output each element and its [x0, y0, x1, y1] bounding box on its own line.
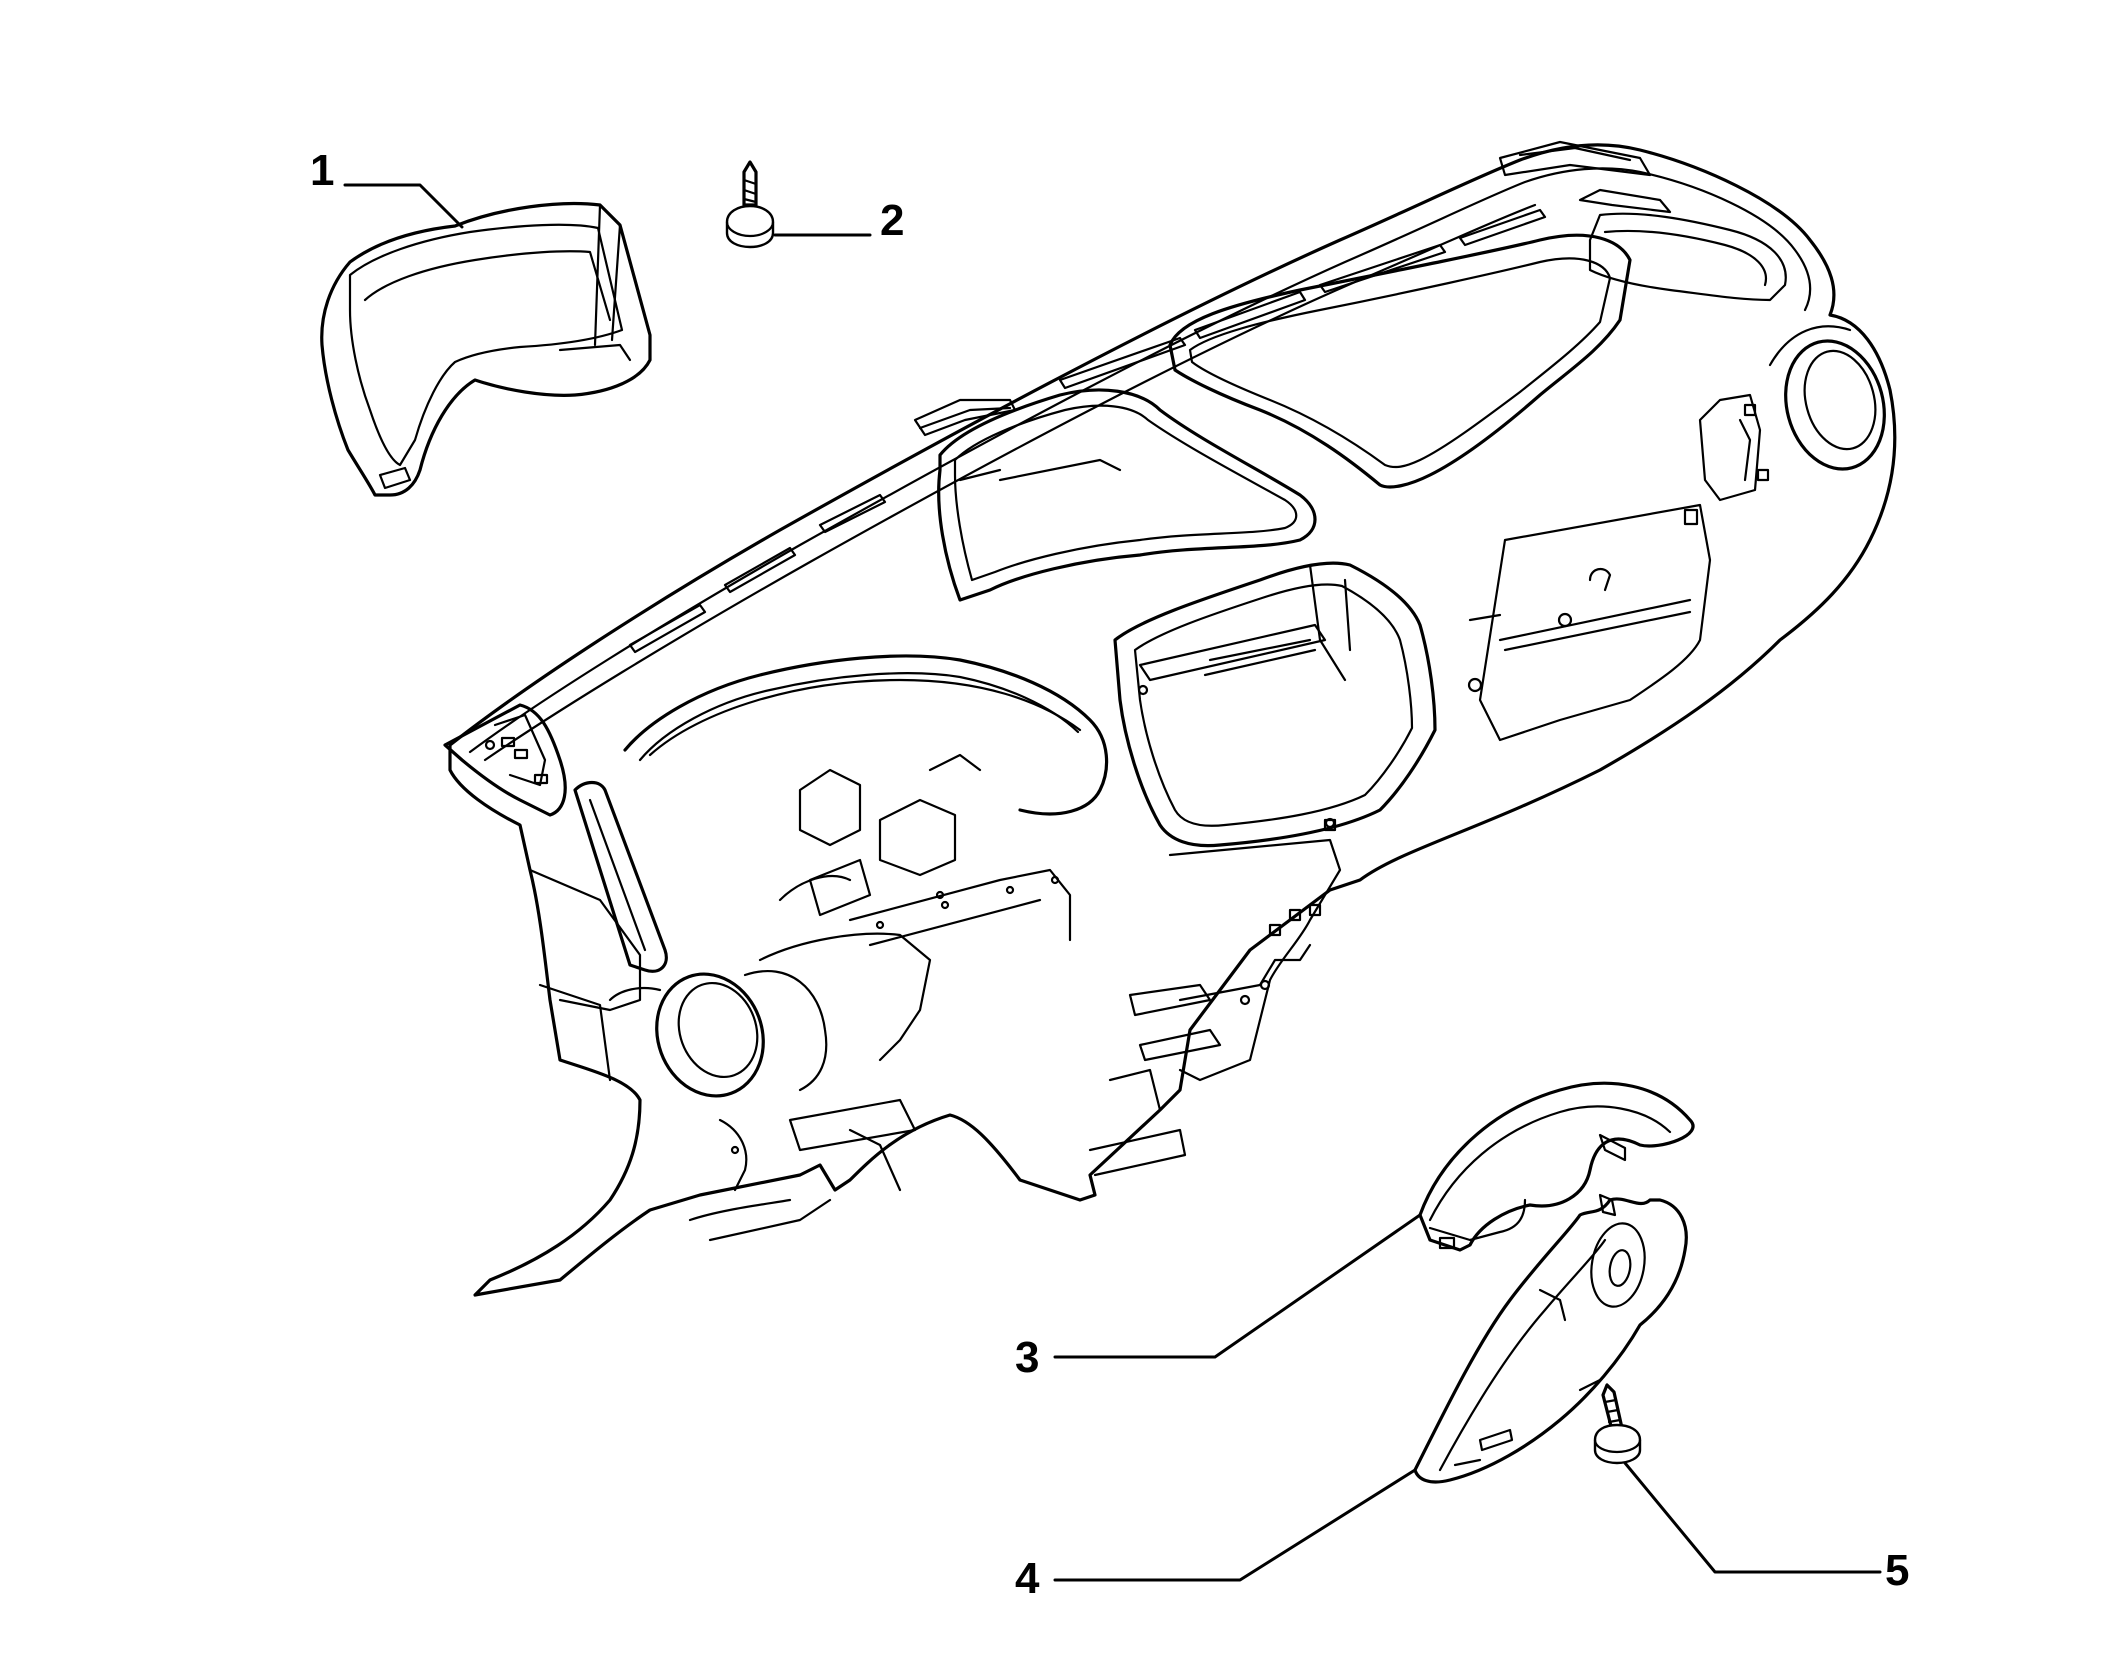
leader-4	[1053, 1468, 1417, 1582]
callout-labels: 1 2 3 4 5	[310, 146, 1909, 1603]
part-1-cluster-hood	[320, 201, 652, 497]
part-2-screw	[725, 160, 775, 249]
callout-5: 5	[1885, 1546, 1909, 1595]
callout-3: 3	[1015, 1333, 1039, 1382]
part-3-upper-shroud	[1418, 1081, 1695, 1252]
part-5-screw	[1593, 1383, 1642, 1465]
callout-4: 4	[1015, 1554, 1040, 1603]
leader-lines	[343, 183, 1882, 1582]
leader-5	[1623, 1461, 1882, 1574]
leader-1	[343, 183, 464, 229]
part-4-lower-shroud	[1413, 1193, 1688, 1484]
callout-2: 2	[880, 196, 904, 245]
leader-3	[1053, 1213, 1422, 1359]
callout-1: 1	[310, 146, 334, 195]
dashboard-panel	[443, 140, 1897, 1297]
